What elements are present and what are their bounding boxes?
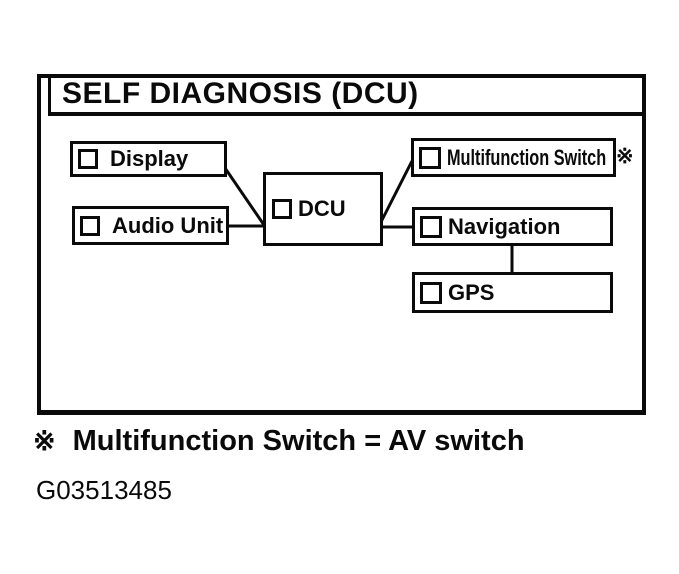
title-underline [48,112,642,116]
footnote-symbol: ※ [33,426,56,456]
node-label: DCU [298,196,346,221]
checkbox-icon [78,149,98,169]
node-label: Audio Unit [112,212,224,238]
node-navigation: Navigation [412,207,613,246]
node-label: Multifunction Switch [447,144,607,170]
node-label: Navigation [448,213,561,239]
figure-id: G03513485 [36,475,172,505]
node-label: Display [110,146,189,171]
node-multifunction-switch: Multifunction Switch [411,138,616,177]
checkbox-icon [80,215,100,236]
checkbox-icon [419,146,441,169]
footnote: ※ Multifunction Switch = AV switch [33,425,525,458]
node-display: Display [70,141,227,177]
node-dcu: DCU [263,172,383,246]
title-left-rule [48,77,51,113]
footnote-reference-mark: ※ [616,145,634,168]
checkbox-icon [420,215,442,238]
footnote-text: Multifunction Switch = AV switch [72,425,525,457]
checkbox-icon [420,281,442,304]
node-audio-unit: Audio Unit [72,206,229,245]
checkbox-icon [272,199,292,219]
node-gps: GPS [412,272,613,313]
diagram-title: SELF DIAGNOSIS (DCU) [62,77,419,110]
node-label: GPS [448,279,495,305]
